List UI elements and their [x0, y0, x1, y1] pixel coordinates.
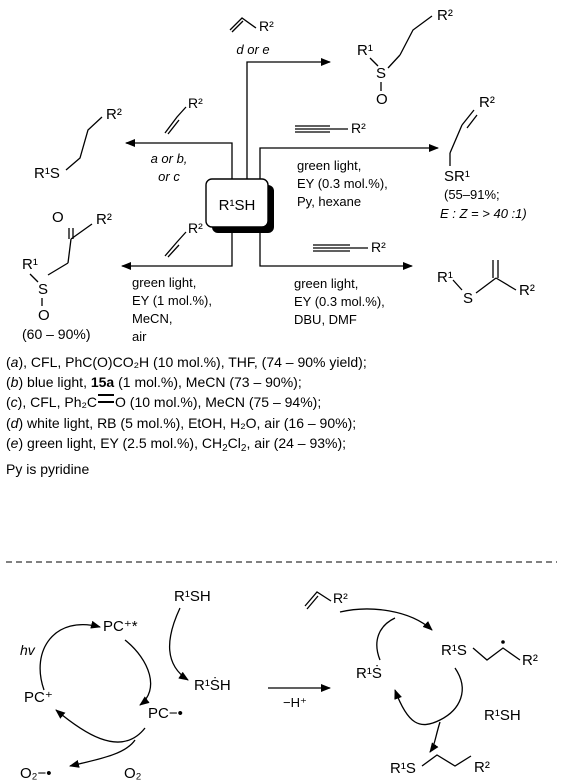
left-lower-alkene: R²: [164, 220, 203, 258]
arrow-left-upper: [125, 139, 233, 179]
right-upper-ratio: E : Z = > 40 :1): [440, 206, 527, 221]
top-product-r2: R²: [437, 7, 453, 24]
mech-r1sh-in: R¹SH: [174, 588, 211, 605]
right-upper-yield: (55–91%;: [444, 187, 500, 202]
arrow-right-upper: [259, 144, 439, 179]
double-bond-glyph: [98, 394, 115, 404]
right-upper-product-sr1: SR¹: [444, 168, 470, 185]
left-lower-cond-4: air: [132, 329, 147, 344]
right-upper-cond-2: EY (0.3 mol.%),: [297, 176, 388, 191]
pc-plus: PC⁺: [24, 689, 53, 706]
center-reagent: R¹SH: [219, 197, 256, 214]
left-lower-product: O R² R¹ S O: [22, 209, 112, 324]
top-product: R¹ S R² O: [357, 7, 453, 108]
pc-minus: PC−•: [148, 705, 183, 722]
footnote-b: (b) blue light, 15a (1 mol.%), MeCN (73 …: [6, 374, 302, 391]
footnote-d: (d) white light, RB (5 mol.%), EtOH, H₂O…: [6, 414, 357, 431]
left-upper-cond-2: or c: [158, 169, 180, 184]
left-lower-yield: (60 – 90%): [22, 326, 90, 342]
top-product-o: O: [376, 91, 388, 108]
left-lower-product-o: O: [52, 209, 64, 226]
left-upper-product-r1s: R¹S: [34, 165, 60, 182]
mech-carbon-radical-r1s: R¹S: [441, 642, 467, 659]
mech-r1sh-hat: R¹SH: [484, 707, 521, 724]
left-lower-alkene-r2: R²: [188, 220, 203, 236]
left-upper-alkene-r2: R²: [188, 95, 203, 111]
right-upper-product-r2: R²: [479, 94, 495, 111]
left-lower-product-r1: R¹: [22, 256, 38, 273]
right-upper-alkyne-r2: R²: [351, 120, 366, 136]
photocatalyst-cycle: hv PC⁺* PC−• PC⁺: [20, 618, 183, 743]
mech-o2: O₂: [124, 765, 142, 782]
arrow-top: [246, 58, 331, 179]
top-conditions: d or e: [236, 42, 269, 57]
footnote-a: (a), CFL, PhC(O)CO₂H (10 mol.%), THF, (7…: [6, 354, 367, 370]
hv-label: hv: [20, 642, 36, 658]
center-reagent-box: R¹SH: [205, 178, 274, 233]
arrow-right-lower: [259, 227, 413, 270]
right-lower-alkyne-r2: R²: [371, 239, 386, 255]
left-lower-product-so: O: [38, 307, 50, 324]
footnote-e: (e) green light, EY (2.5 mol.%), CH2Cl2,…: [6, 434, 347, 454]
left-lower-product-r2: R²: [96, 211, 112, 228]
left-upper-alkene: R²: [164, 95, 203, 135]
mech-final-r2: R²: [474, 759, 490, 776]
right-lower-product-r2: R²: [519, 282, 535, 299]
mech-o2-radical: O₂−•: [20, 765, 52, 782]
top-product-r1: R¹: [357, 42, 373, 59]
mech-carbon-radical-r2: R²: [522, 652, 538, 669]
pc-excited: PC⁺*: [103, 618, 138, 635]
arrow-left-lower: [121, 227, 233, 270]
right-upper-alkyne: R²: [295, 120, 366, 136]
right-lower-alkyne: R²: [313, 239, 386, 255]
left-upper-product: R¹S R²: [34, 106, 122, 182]
left-upper-cond-1: a or b,: [151, 151, 188, 166]
right-upper-cond-1: green light,: [297, 158, 361, 173]
left-lower-cond-1: green light,: [132, 275, 196, 290]
top-product-s: S: [376, 65, 386, 82]
right-lower-product-s: S: [463, 290, 473, 307]
left-upper-product-r2: R²: [106, 106, 122, 123]
top-alkene-r2: R²: [259, 18, 274, 34]
mech-radical-cation: R¹ṠH: [194, 676, 231, 694]
mech-final-r1s: R¹S: [390, 760, 416, 777]
right-upper-product: R² SR¹: [444, 94, 495, 185]
right-upper-cond-3: Py, hexane: [297, 194, 361, 209]
left-lower-product-s: S: [38, 281, 48, 298]
mech-minus-h: −H⁺: [283, 695, 307, 710]
left-lower-cond-3: MeCN,: [132, 311, 172, 326]
mech-alkene-r2: R²: [333, 590, 348, 606]
right-lower-cond-2: EY (0.3 mol.%),: [294, 294, 385, 309]
top-alkene: R²: [229, 17, 274, 34]
thiol-ene-cycle: R² R¹Ṡ R¹S R² R¹SH R¹S R²: [304, 590, 538, 777]
right-lower-product: R¹ S R²: [437, 260, 535, 307]
right-lower-product-r1: R¹: [437, 269, 453, 286]
left-lower-cond-2: EY (1 mol.%),: [132, 293, 212, 308]
right-lower-cond-1: green light,: [294, 276, 358, 291]
mech-thiyl-radical: R¹Ṡ: [356, 664, 382, 682]
right-lower-cond-3: DBU, DMF: [294, 312, 357, 327]
conditions-footnotes: (a), CFL, PhC(O)CO₂H (10 mol.%), THF, (7…: [6, 352, 558, 479]
footnote-py: Py is pyridine: [6, 461, 90, 478]
